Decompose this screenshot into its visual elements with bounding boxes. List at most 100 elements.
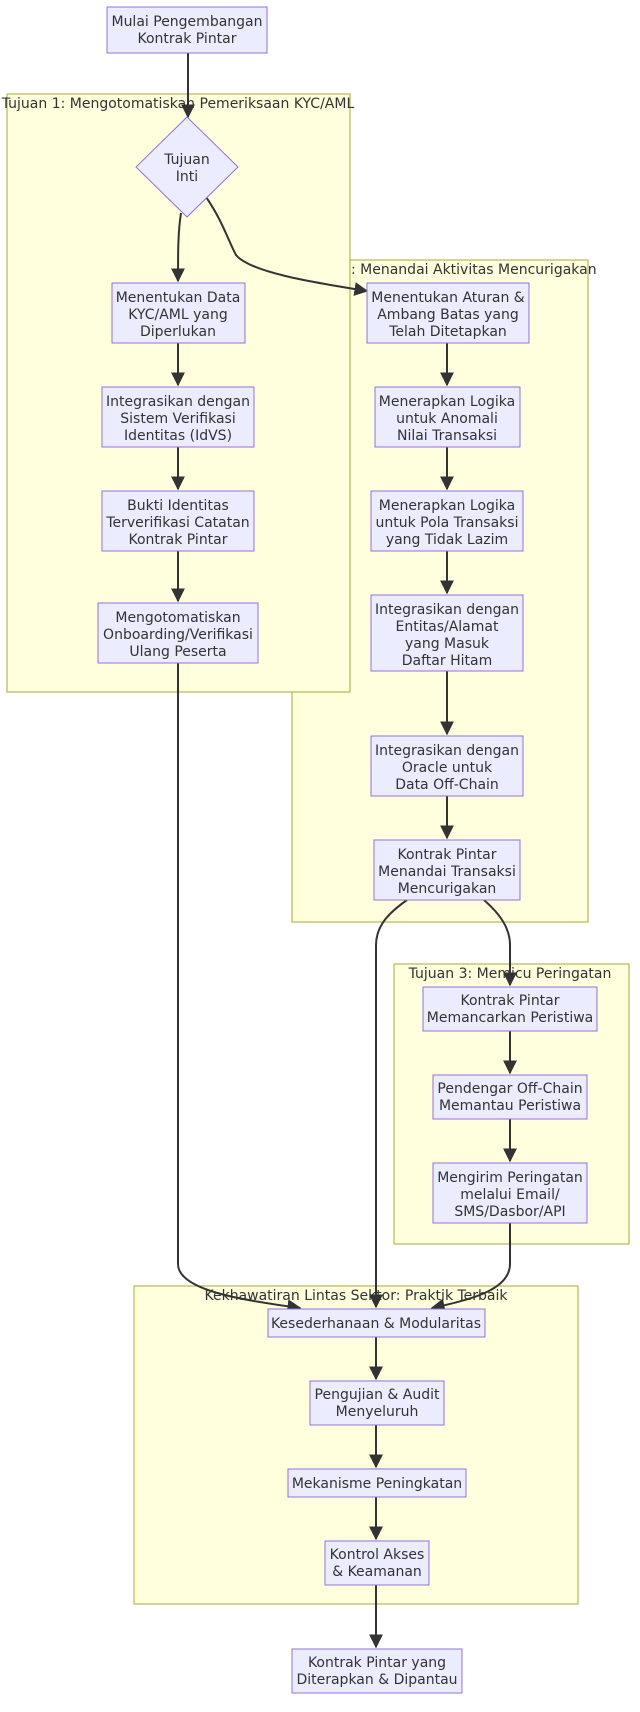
node-pattern-line: yang Tidak Lazim <box>386 532 508 548</box>
node-oracle-line: Oracle untuk <box>402 760 493 776</box>
node-rules-line: Ambang Batas yang <box>377 307 519 323</box>
edge-core-a1 <box>171 212 186 283</box>
node-identity-proof-line: Bukti Identitas <box>127 498 229 514</box>
node-onboarding-line: Onboarding/Verifikasi <box>103 627 253 643</box>
node-alert-line: SMS/Dasbor/API <box>454 1204 565 1220</box>
cluster-alerts-title: Tujuan 3: Memicu Peringatan <box>408 966 612 982</box>
node-flag-line: Kontrak Pintar <box>397 847 496 863</box>
cluster-best-practices-title: Kekhawatiran Lintas Sektor: Praktik Terb… <box>204 1288 508 1304</box>
node-testing-line: Pengujian & Audit <box>315 1387 440 1403</box>
node-upgrade-line: Mekanisme Peningkatan <box>292 1476 462 1492</box>
edge-b6-c1 <box>483 899 517 987</box>
node-blacklist-line: Integrasikan dengan <box>375 602 519 618</box>
edge-a4-d1 <box>177 663 302 1314</box>
node-oracle-line: Data Off-Chain <box>395 777 499 793</box>
node-testing-line: Menyeluruh <box>336 1404 419 1420</box>
node-listener-line: Pendengar Off-Chain <box>437 1081 582 1097</box>
node-value-anomaly-line: Nilai Transaksi <box>397 428 497 444</box>
node-core-line: Tujuan <box>163 152 210 168</box>
node-onboarding-line: Ulang Peserta <box>129 644 226 660</box>
node-emit-line: Kontrak Pintar <box>460 993 559 1009</box>
node-kyc-data-line: Menentukan Data <box>116 290 241 306</box>
node-value-anomaly-line: untuk Anomali <box>396 411 498 427</box>
node-idvs-line: Sistem Verifikasi <box>120 411 235 427</box>
node-idvs-line: Integrasikan dengan <box>106 394 250 410</box>
node-flag-line: Menandai Transaksi <box>378 864 516 880</box>
edge-core-b1 <box>205 196 369 296</box>
svg-text:Kontrol Akses& Keamanan: Kontrol Akses& Keamanan <box>330 1547 425 1580</box>
node-listener-line: Memantau Peristiwa <box>439 1098 581 1114</box>
node-blacklist-line: Entitas/Alamat <box>396 619 499 635</box>
node-access-control: Kontrol Akses& Keamanan <box>324 1540 430 1586</box>
node-value-anomaly-line: Menerapkan Logika <box>379 394 516 410</box>
node-onboarding-line: Mengotomatiskan <box>115 610 240 626</box>
node-upgrade: Mekanisme Peningkatan <box>287 1468 467 1498</box>
node-start-line: Kontrak Pintar <box>137 31 236 47</box>
node-blacklist-line: Daftar Hitam <box>402 653 492 669</box>
node-start-line: Mulai Pengembangan <box>111 14 262 30</box>
node-kyc-data-line: KYC/AML yang <box>128 307 228 323</box>
node-access-line: Kontrol Akses <box>330 1547 425 1563</box>
node-rules-line: Telah Ditetapkan <box>388 324 507 340</box>
cluster-kyc-title: Tujuan 1: Mengotomatiskan Pemeriksaan KY… <box>1 96 355 112</box>
node-alert-line: Mengirim Peringatan <box>437 1170 583 1186</box>
cluster-fraud-title: : Menandai Aktivitas Mencurigakan <box>351 262 597 278</box>
node-alert-line: melalui Email/ <box>460 1187 560 1203</box>
svg-text:Menentukan Aturan &Ambang Bata: Menentukan Aturan &Ambang Batas yangTela… <box>371 290 525 340</box>
node-simplicity: Kesederhanaan & Modularitas <box>267 1308 486 1338</box>
node-idvs-line: Identitas (IdVS) <box>124 428 232 444</box>
node-pattern-line: untuk Pola Transaksi <box>376 515 519 531</box>
edges <box>171 53 517 1649</box>
svg-text:Mekanisme Peningkatan: Mekanisme Peningkatan <box>292 1476 462 1492</box>
node-simplicity-line: Kesederhanaan & Modularitas <box>271 1316 481 1332</box>
node-blacklist-line: yang Masuk <box>405 636 490 652</box>
node-end-line: Diterapkan & Dipantau <box>296 1672 457 1688</box>
edge-c3-d1 <box>430 1223 511 1313</box>
node-emit-line: Memancarkan Peristiwa <box>427 1010 593 1026</box>
node-kyc-data-line: Diperlukan <box>140 324 216 340</box>
node-identity-proof-line: Terverifikasi Catatan <box>105 515 249 531</box>
node-core-line: Inti <box>176 169 198 185</box>
node-end-line: Kontrak Pintar yang <box>308 1655 446 1671</box>
edge-b6-d1 <box>369 899 408 1309</box>
svg-text:Kesederhanaan & Modularitas: Kesederhanaan & Modularitas <box>271 1316 481 1332</box>
node-oracle-line: Integrasikan dengan <box>375 743 519 759</box>
node-flag-line: Mencurigakan <box>398 881 497 897</box>
node-rules-line: Menentukan Aturan & <box>371 290 525 306</box>
node-identity-proof-line: Kontrak Pintar <box>128 532 227 548</box>
